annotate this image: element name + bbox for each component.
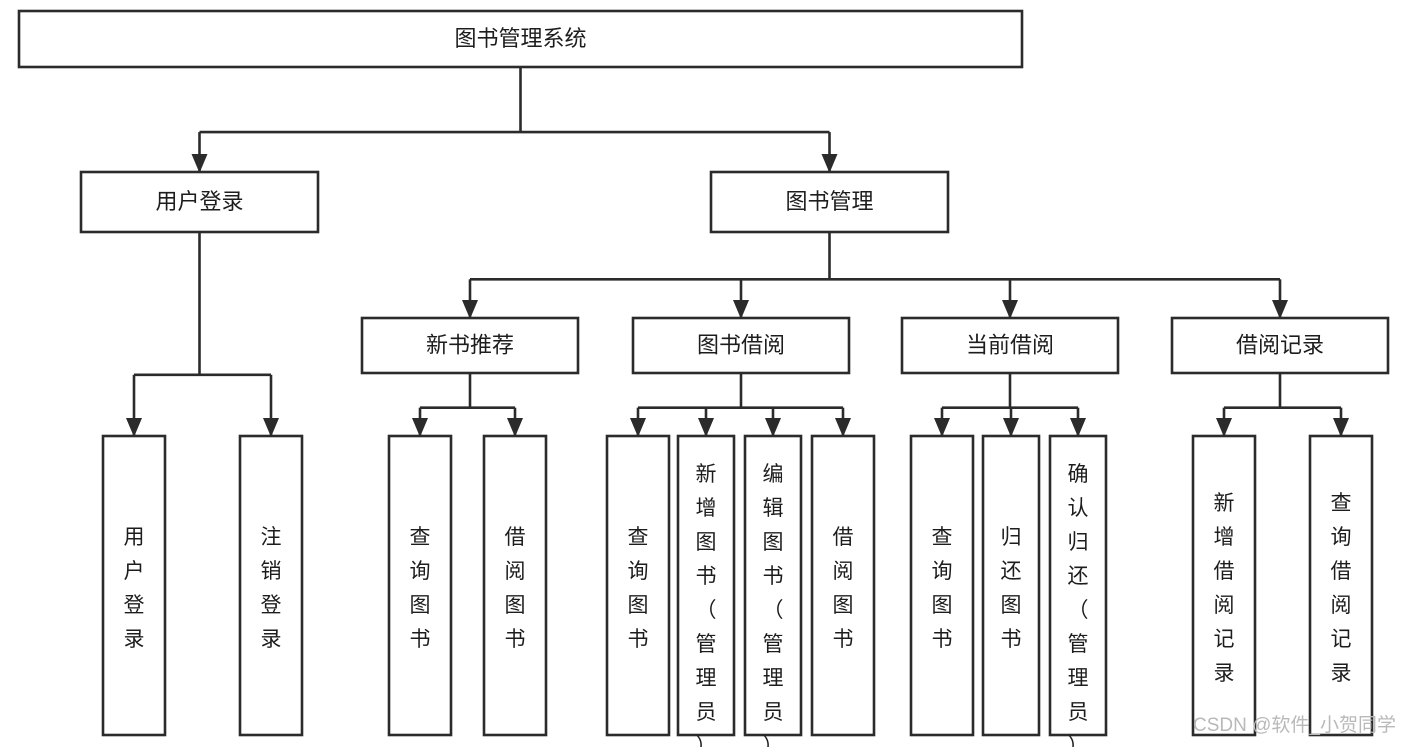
node-box-leaf-return-book: [981, 434, 1041, 737]
connector-arrow-icon: [1003, 418, 1019, 437]
connector-arrow-icon: [1333, 418, 1349, 437]
node-label-current-borrow: 当前借阅: [966, 332, 1054, 357]
node-leaf-query-book-current[interactable]: 查询图书: [909, 434, 975, 737]
node-box-root: [17, 9, 1024, 69]
connector-arrow-icon: [1216, 418, 1232, 437]
node-leaf-logout[interactable]: 注销登录: [238, 434, 304, 737]
node-leaf-query-book-borrow[interactable]: 查询图书: [605, 434, 671, 737]
node-label-new-book-recommend: 新书推荐: [426, 332, 514, 357]
node-borrow-record[interactable]: 借阅记录: [1170, 316, 1390, 375]
node-box-leaf-confirm-return: [1048, 434, 1108, 737]
node-label-leaf-add-borrow-record: 新增借阅记录: [1214, 492, 1235, 685]
node-label-leaf-return-book: 归还图书: [1001, 526, 1022, 651]
node-book-borrow[interactable]: 图书借阅: [631, 316, 851, 375]
node-label-leaf-confirm-return: 确认归还（管理员）: [1068, 463, 1089, 747]
node-leaf-borrow-book-recommend[interactable]: 借阅图书: [482, 434, 548, 737]
node-label-leaf-logout: 注销登录: [261, 526, 282, 651]
connector-arrow-icon: [1272, 300, 1288, 319]
node-box-book-management: [709, 170, 950, 234]
node-box-leaf-query-book-recommend: [387, 434, 453, 737]
connector-arrow-icon: [733, 300, 749, 319]
connector-group-root: [191, 67, 838, 173]
node-label-borrow-record: 借阅记录: [1236, 332, 1324, 357]
node-label-leaf-query-book-borrow: 查询图书: [628, 526, 649, 651]
node-root[interactable]: 图书管理系统: [17, 9, 1024, 69]
connector-arrow-icon: [934, 418, 950, 437]
node-box-leaf-logout: [238, 434, 304, 737]
node-box-leaf-query-book-current: [909, 434, 975, 737]
connector-group-new-book-recommend: [412, 373, 523, 437]
node-leaf-query-borrow-record[interactable]: 查询借阅记录: [1308, 434, 1374, 737]
node-box-current-borrow: [900, 316, 1120, 375]
node-leaf-confirm-return[interactable]: 确认归还（管理员）: [1048, 434, 1108, 747]
connector-arrow-icon: [412, 418, 428, 437]
node-layer: 图书管理系统用户登录图书管理新书推荐图书借阅当前借阅借阅记录用户登录注销登录查询…: [17, 9, 1390, 747]
connector-arrow-icon: [765, 418, 781, 437]
node-label-leaf-query-book-recommend: 查询图书: [410, 526, 431, 651]
connector-arrow-icon: [835, 418, 851, 437]
node-leaf-return-book[interactable]: 归还图书: [981, 434, 1041, 737]
node-box-borrow-record: [1170, 316, 1390, 375]
node-label-user-login: 用户登录: [155, 189, 243, 214]
connector-arrow-icon: [191, 154, 208, 173]
node-leaf-add-book[interactable]: 新增图书（管理员）: [676, 434, 736, 747]
node-box-leaf-query-borrow-record: [1308, 434, 1374, 737]
node-label-leaf-borrow-book-recommend: 借阅图书: [505, 526, 526, 651]
connector-arrow-icon: [630, 418, 646, 437]
csdn-watermark: CSDN @软件_小贺同学: [1193, 714, 1396, 736]
node-box-book-borrow: [631, 316, 851, 375]
connector-group-current-borrow: [934, 373, 1086, 437]
node-box-leaf-add-book: [676, 434, 736, 737]
connector-group-book-borrow: [630, 373, 851, 437]
node-label-leaf-query-book-current: 查询图书: [932, 526, 953, 651]
node-leaf-edit-book[interactable]: 编辑图书（管理员）: [743, 434, 803, 747]
connector-group-borrow-record: [1216, 373, 1349, 437]
node-label-book-management: 图书管理: [785, 189, 873, 214]
node-user-login[interactable]: 用户登录: [79, 170, 320, 234]
node-label-root: 图书管理系统: [454, 26, 586, 51]
node-label-leaf-query-borrow-record: 查询借阅记录: [1331, 492, 1352, 685]
node-new-book-recommend[interactable]: 新书推荐: [360, 316, 580, 375]
node-box-new-book-recommend: [360, 316, 580, 375]
connector-group-user-login: [126, 232, 279, 437]
node-box-leaf-query-book-borrow: [605, 434, 671, 737]
node-label-leaf-add-book: 新增图书（管理员）: [696, 463, 717, 747]
node-label-leaf-edit-book: 编辑图书（管理员）: [763, 463, 784, 747]
connector-arrow-icon: [263, 418, 279, 437]
node-box-leaf-edit-book: [743, 434, 803, 737]
connector-arrow-icon: [821, 154, 838, 173]
node-box-leaf-user-login: [101, 434, 167, 737]
node-leaf-user-login[interactable]: 用户登录: [101, 434, 167, 737]
connector-arrow-icon: [1002, 300, 1018, 319]
node-box-leaf-borrow-book: [810, 434, 876, 737]
node-leaf-borrow-book[interactable]: 借阅图书: [810, 434, 876, 737]
connector-arrow-icon: [126, 418, 142, 437]
node-leaf-add-borrow-record[interactable]: 新增借阅记录: [1191, 434, 1257, 737]
node-label-leaf-user-login: 用户登录: [124, 526, 145, 651]
node-box-leaf-add-borrow-record: [1191, 434, 1257, 737]
node-box-user-login: [79, 170, 320, 234]
node-label-book-borrow: 图书借阅: [697, 332, 785, 357]
connector-arrow-icon: [507, 418, 523, 437]
connector-arrow-icon: [1070, 418, 1086, 437]
node-leaf-query-book-recommend[interactable]: 查询图书: [387, 434, 453, 737]
node-current-borrow[interactable]: 当前借阅: [900, 316, 1120, 375]
node-box-leaf-borrow-book-recommend: [482, 434, 548, 737]
connector-group-book-management: [462, 232, 1288, 319]
node-book-management[interactable]: 图书管理: [709, 170, 950, 234]
connector-arrow-icon: [698, 418, 714, 437]
connector-arrow-icon: [462, 300, 478, 319]
node-label-leaf-borrow-book: 借阅图书: [833, 526, 854, 651]
connector-layer: [126, 67, 1349, 437]
